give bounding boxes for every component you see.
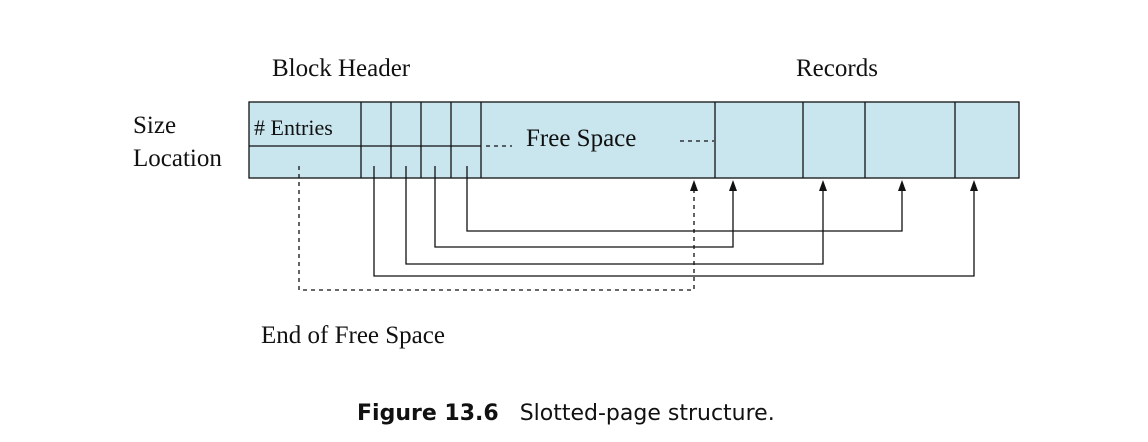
arrowhead-icon <box>819 180 827 191</box>
size-label: Size <box>133 112 176 139</box>
entries-label: # Entries <box>254 115 333 140</box>
end-of-free-space-pointer <box>298 166 695 291</box>
end-of-free-space-label: End of Free Space <box>261 322 445 349</box>
figure-title: Slotted-page structure. <box>520 401 775 426</box>
arrowhead-icon <box>970 180 978 191</box>
slot-pointer-2 <box>405 166 824 265</box>
figure-number: Figure 13.6 <box>357 401 499 426</box>
arrowhead-icon <box>729 180 737 191</box>
slot-pointer-1 <box>373 166 975 277</box>
arrowhead-icon <box>690 180 698 191</box>
free-space-label: Free Space <box>526 125 636 152</box>
page-block <box>248 101 1020 179</box>
slot-pointer-3 <box>434 166 734 248</box>
block-header-label: Block Header <box>272 55 411 82</box>
slot-pointer-4 <box>466 166 903 232</box>
location-label: Location <box>133 145 222 172</box>
records-label: Records <box>796 55 878 82</box>
figure-caption: Figure 13.6 Slotted-page structure. <box>357 401 775 426</box>
arrowhead-icon <box>898 180 906 191</box>
